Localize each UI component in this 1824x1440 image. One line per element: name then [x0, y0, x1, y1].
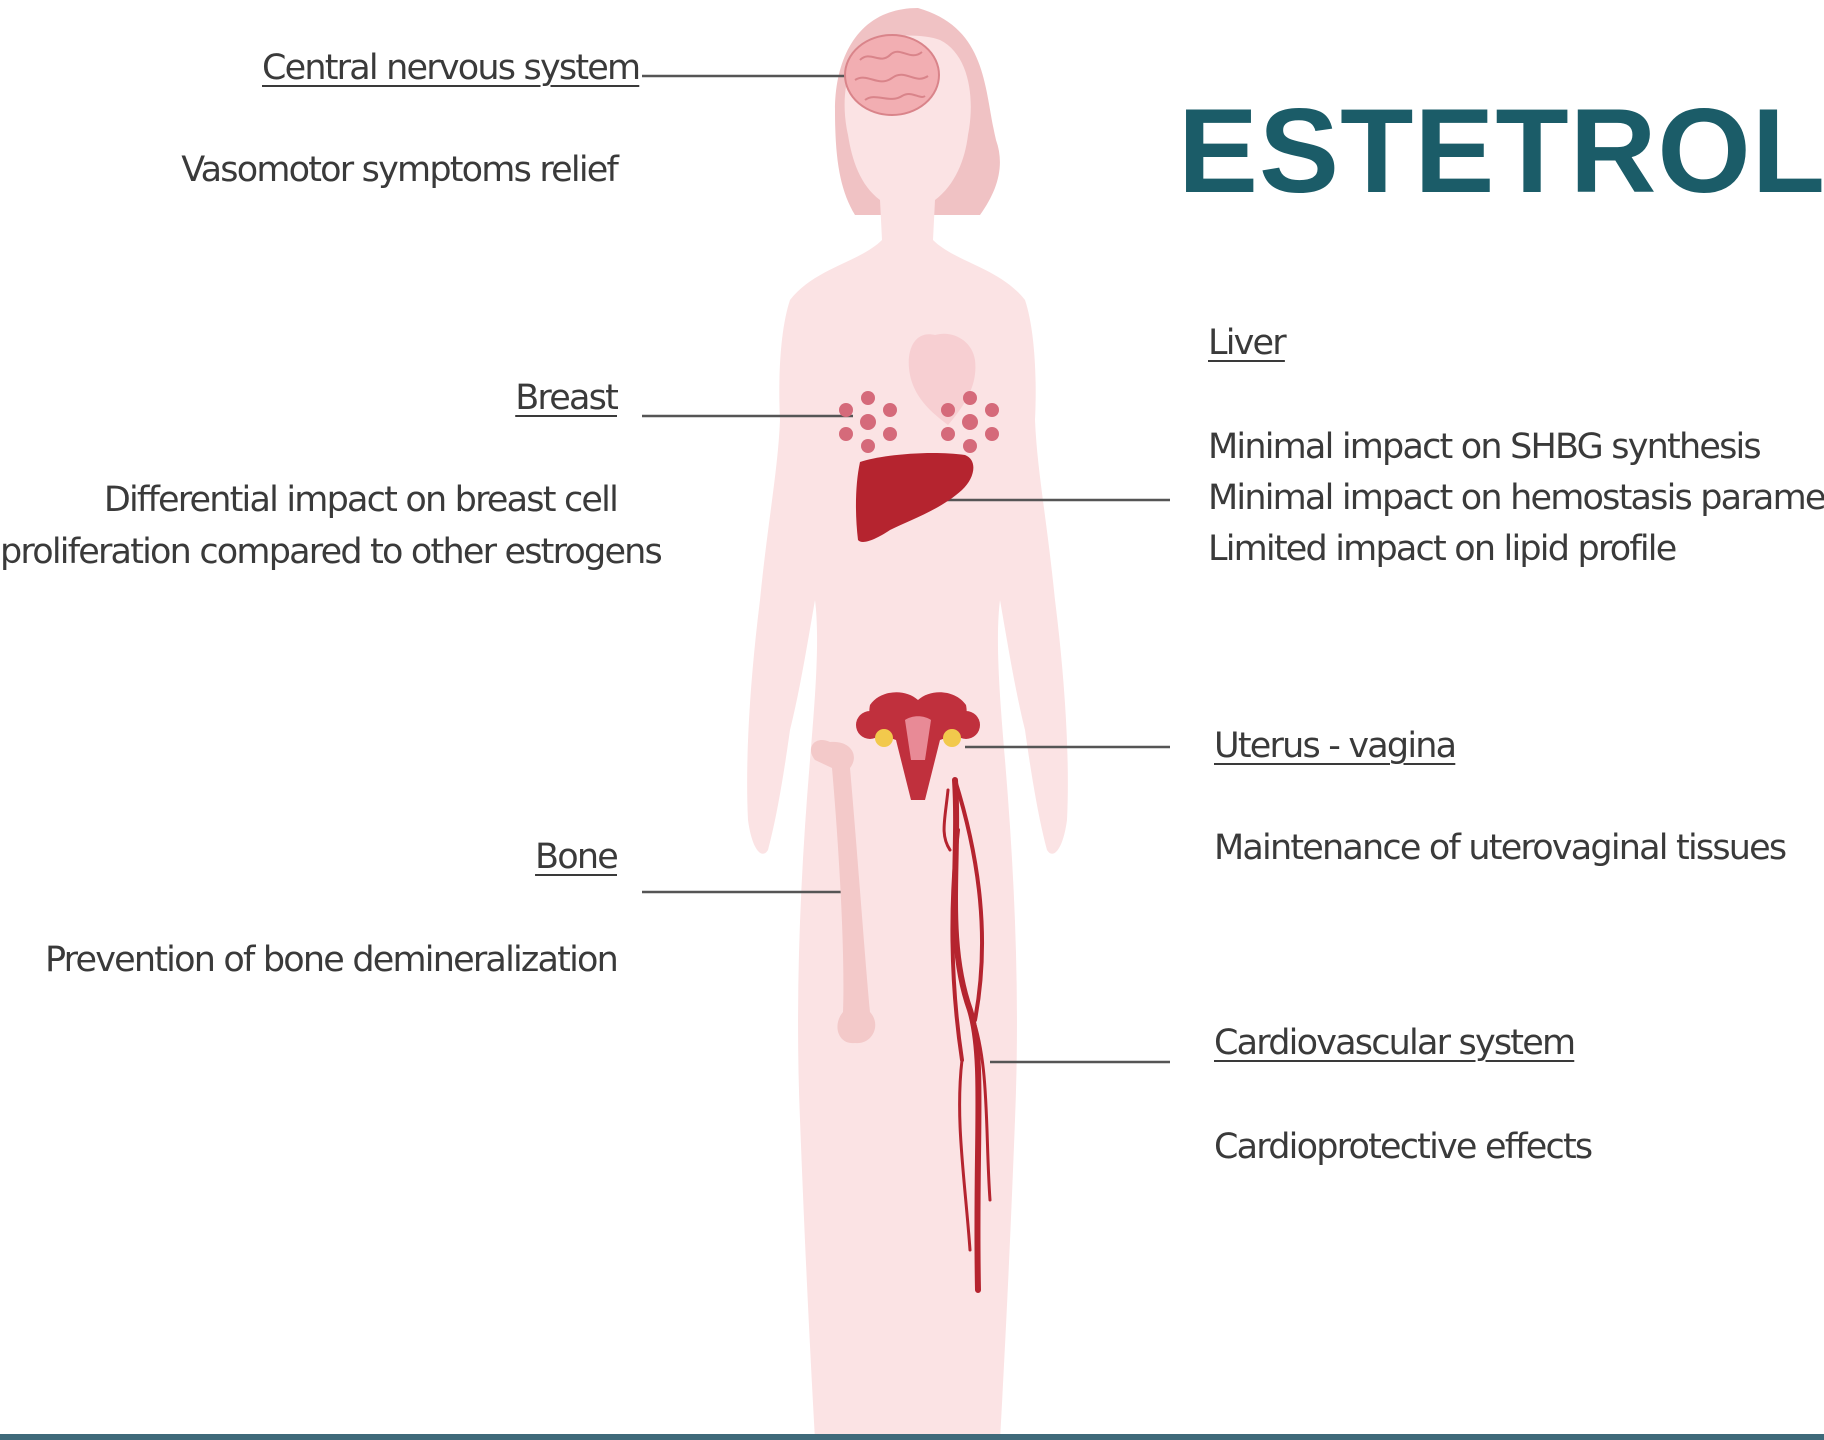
liver-description-line-2: Minimal impact on hemostasis parameters [1208, 478, 1824, 518]
bottom-accent-bar [0, 1434, 1824, 1440]
cns-heading: Central nervous system [262, 48, 617, 88]
cardio-heading: Cardiovascular system [1214, 1023, 1574, 1063]
uterus-heading: Uterus - vagina [1214, 726, 1455, 766]
breast-description-line-2: proliferation compared to other estrogen… [0, 532, 617, 572]
uterus-description: Maintenance of uterovaginal tissues [1214, 828, 1785, 868]
cardio-description: Cardioprotective effects [1214, 1127, 1591, 1167]
page-title: ESTETROL [1178, 82, 1824, 220]
bone-description: Prevention of bone demineralization [40, 940, 617, 980]
cns-description: Vasomotor symptoms relief [180, 150, 617, 190]
brain-icon [845, 35, 939, 115]
bone-heading: Bone [417, 837, 617, 877]
liver-description-line-1: Minimal impact on SHBG synthesis [1208, 427, 1760, 467]
breast-heading: Breast [417, 378, 617, 418]
liver-heading: Liver [1208, 323, 1285, 363]
liver-description-line-3: Limited impact on lipid profile [1208, 529, 1675, 569]
breast-description-line-1: Differential impact on breast cell [0, 480, 617, 520]
